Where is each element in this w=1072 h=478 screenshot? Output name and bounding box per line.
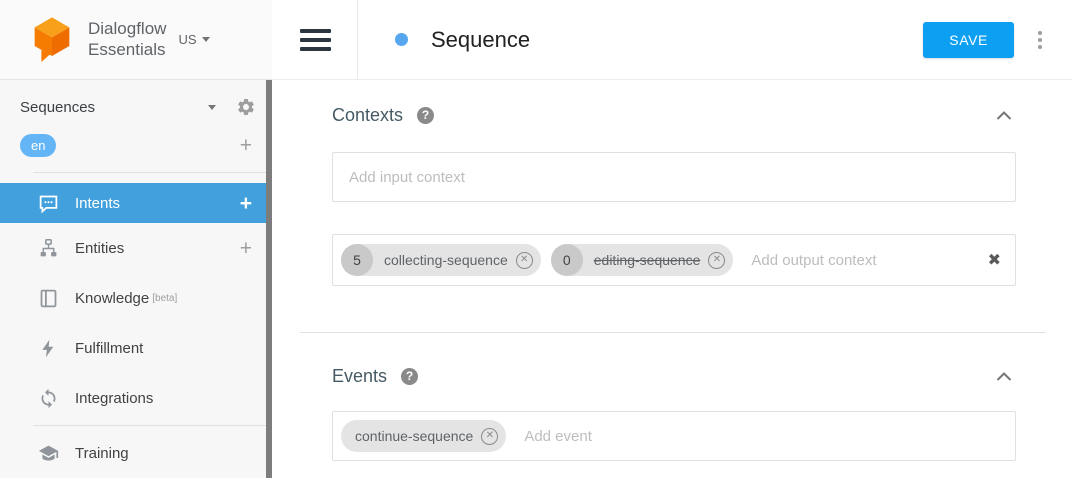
context-name: collecting-sequence (384, 252, 508, 268)
remove-chip-icon[interactable]: ✕ (708, 251, 726, 269)
add-intent-button[interactable]: + (239, 191, 252, 215)
section-title: Events (332, 365, 388, 386)
brand-line2: Essentials (88, 39, 166, 59)
chevron-down-icon[interactable] (208, 104, 216, 110)
collapse-chevron-up-icon[interactable] (992, 368, 1016, 385)
chat-bubble-icon (38, 193, 59, 214)
output-context-field[interactable] (743, 235, 980, 285)
events-header: Events ? (332, 365, 1016, 387)
sidebar-item-fulfillment[interactable]: Fulfillment (0, 323, 272, 373)
sync-icon (38, 388, 59, 409)
output-context-chip: 0 editing-sequence ✕ (550, 244, 734, 276)
sidebar: Dialogflow Essentials US Sequences en + (0, 0, 272, 478)
section-divider (300, 332, 1046, 333)
sidebar-scrollbar[interactable] (266, 80, 272, 478)
sidebar-item-label: Training (75, 444, 129, 462)
sidebar-item-integrations[interactable]: Integrations (0, 373, 272, 423)
brand-line1: Dialogflow (88, 18, 167, 38)
context-lifespan[interactable]: 5 (341, 244, 373, 276)
add-language-button[interactable]: + (239, 133, 252, 157)
sidebar-divider (33, 425, 267, 426)
sidebar-item-entities[interactable]: Entities + (0, 223, 272, 273)
dialogflow-logo-icon (34, 16, 70, 62)
output-context-box: 5 collecting-sequence ✕ 0 editing-sequen… (332, 234, 1016, 286)
sidebar-nav: Intents + Entities + Knowledge [beta] (0, 183, 272, 478)
help-icon[interactable]: ? (401, 367, 419, 385)
region-label: US (178, 32, 197, 47)
agent-selector[interactable]: Sequences (20, 98, 96, 116)
intent-status-dot (395, 33, 408, 46)
collapse-chevron-up-icon[interactable] (992, 107, 1016, 124)
event-chip: continue-sequence ✕ (341, 420, 507, 452)
events-section: Events ? continue-sequence ✕ (332, 365, 1016, 461)
language-row: en + (0, 126, 272, 164)
header-divider (357, 0, 358, 79)
sidebar-item-label: Fulfillment (75, 339, 144, 357)
sidebar-item-knowledge[interactable]: Knowledge [beta] (0, 273, 272, 323)
book-icon (38, 288, 59, 309)
add-event-field[interactable] (516, 412, 1001, 460)
contexts-section: Contexts ? 5 collecting-sequence ✕ (332, 104, 1016, 286)
sidebar-divider (33, 172, 267, 173)
chevron-down-icon (201, 37, 210, 42)
event-name: continue-sequence (355, 428, 474, 444)
section-title: Contexts (332, 104, 404, 125)
input-context-field[interactable] (341, 153, 1001, 201)
sidebar-item-label: Integrations (75, 389, 154, 407)
sidebar-item-intents[interactable]: Intents + (0, 183, 272, 223)
graduation-cap-icon (38, 443, 59, 464)
sidebar-item-label: Intents (75, 194, 121, 212)
sidebar-item-label: Entities (75, 239, 125, 257)
events-box: continue-sequence ✕ (332, 411, 1016, 461)
language-badge[interactable]: en (20, 133, 57, 157)
input-context-box (332, 152, 1016, 202)
add-entity-button[interactable]: + (239, 236, 252, 260)
save-button[interactable]: SAVE (923, 21, 1014, 58)
remove-chip-icon[interactable]: ✕ (481, 427, 499, 445)
agent-settings-button[interactable] (236, 97, 256, 117)
beta-badge: [beta] (152, 292, 178, 304)
contexts-header: Contexts ? (332, 104, 1016, 126)
context-lifespan[interactable]: 0 (550, 244, 583, 276)
output-context-chip: 5 collecting-sequence ✕ (341, 244, 541, 276)
region-selector[interactable]: US (178, 32, 210, 47)
page-title: Sequence (431, 26, 531, 52)
help-icon[interactable]: ? (417, 106, 435, 124)
main-panel: Sequence SAVE Contexts ? (272, 0, 1072, 478)
menu-icon[interactable] (300, 24, 331, 56)
lightning-icon (38, 338, 59, 359)
intent-header: Sequence SAVE (272, 0, 1072, 80)
sidebar-item-label: Knowledge (75, 289, 150, 307)
entities-tree-icon (38, 238, 59, 259)
sidebar-item-training[interactable]: Training (0, 428, 272, 478)
clear-contexts-icon[interactable]: ✖ (987, 252, 1001, 269)
kebab-menu-icon[interactable] (1034, 26, 1046, 54)
agent-selector-row: Sequences (0, 88, 272, 126)
context-name: editing-sequence (593, 252, 701, 268)
sidebar-header: Dialogflow Essentials US (0, 0, 272, 80)
brand-name: Dialogflow Essentials (88, 19, 166, 60)
intent-editor: Contexts ? 5 collecting-sequence ✕ (272, 80, 1072, 478)
remove-chip-icon[interactable]: ✕ (515, 251, 533, 269)
